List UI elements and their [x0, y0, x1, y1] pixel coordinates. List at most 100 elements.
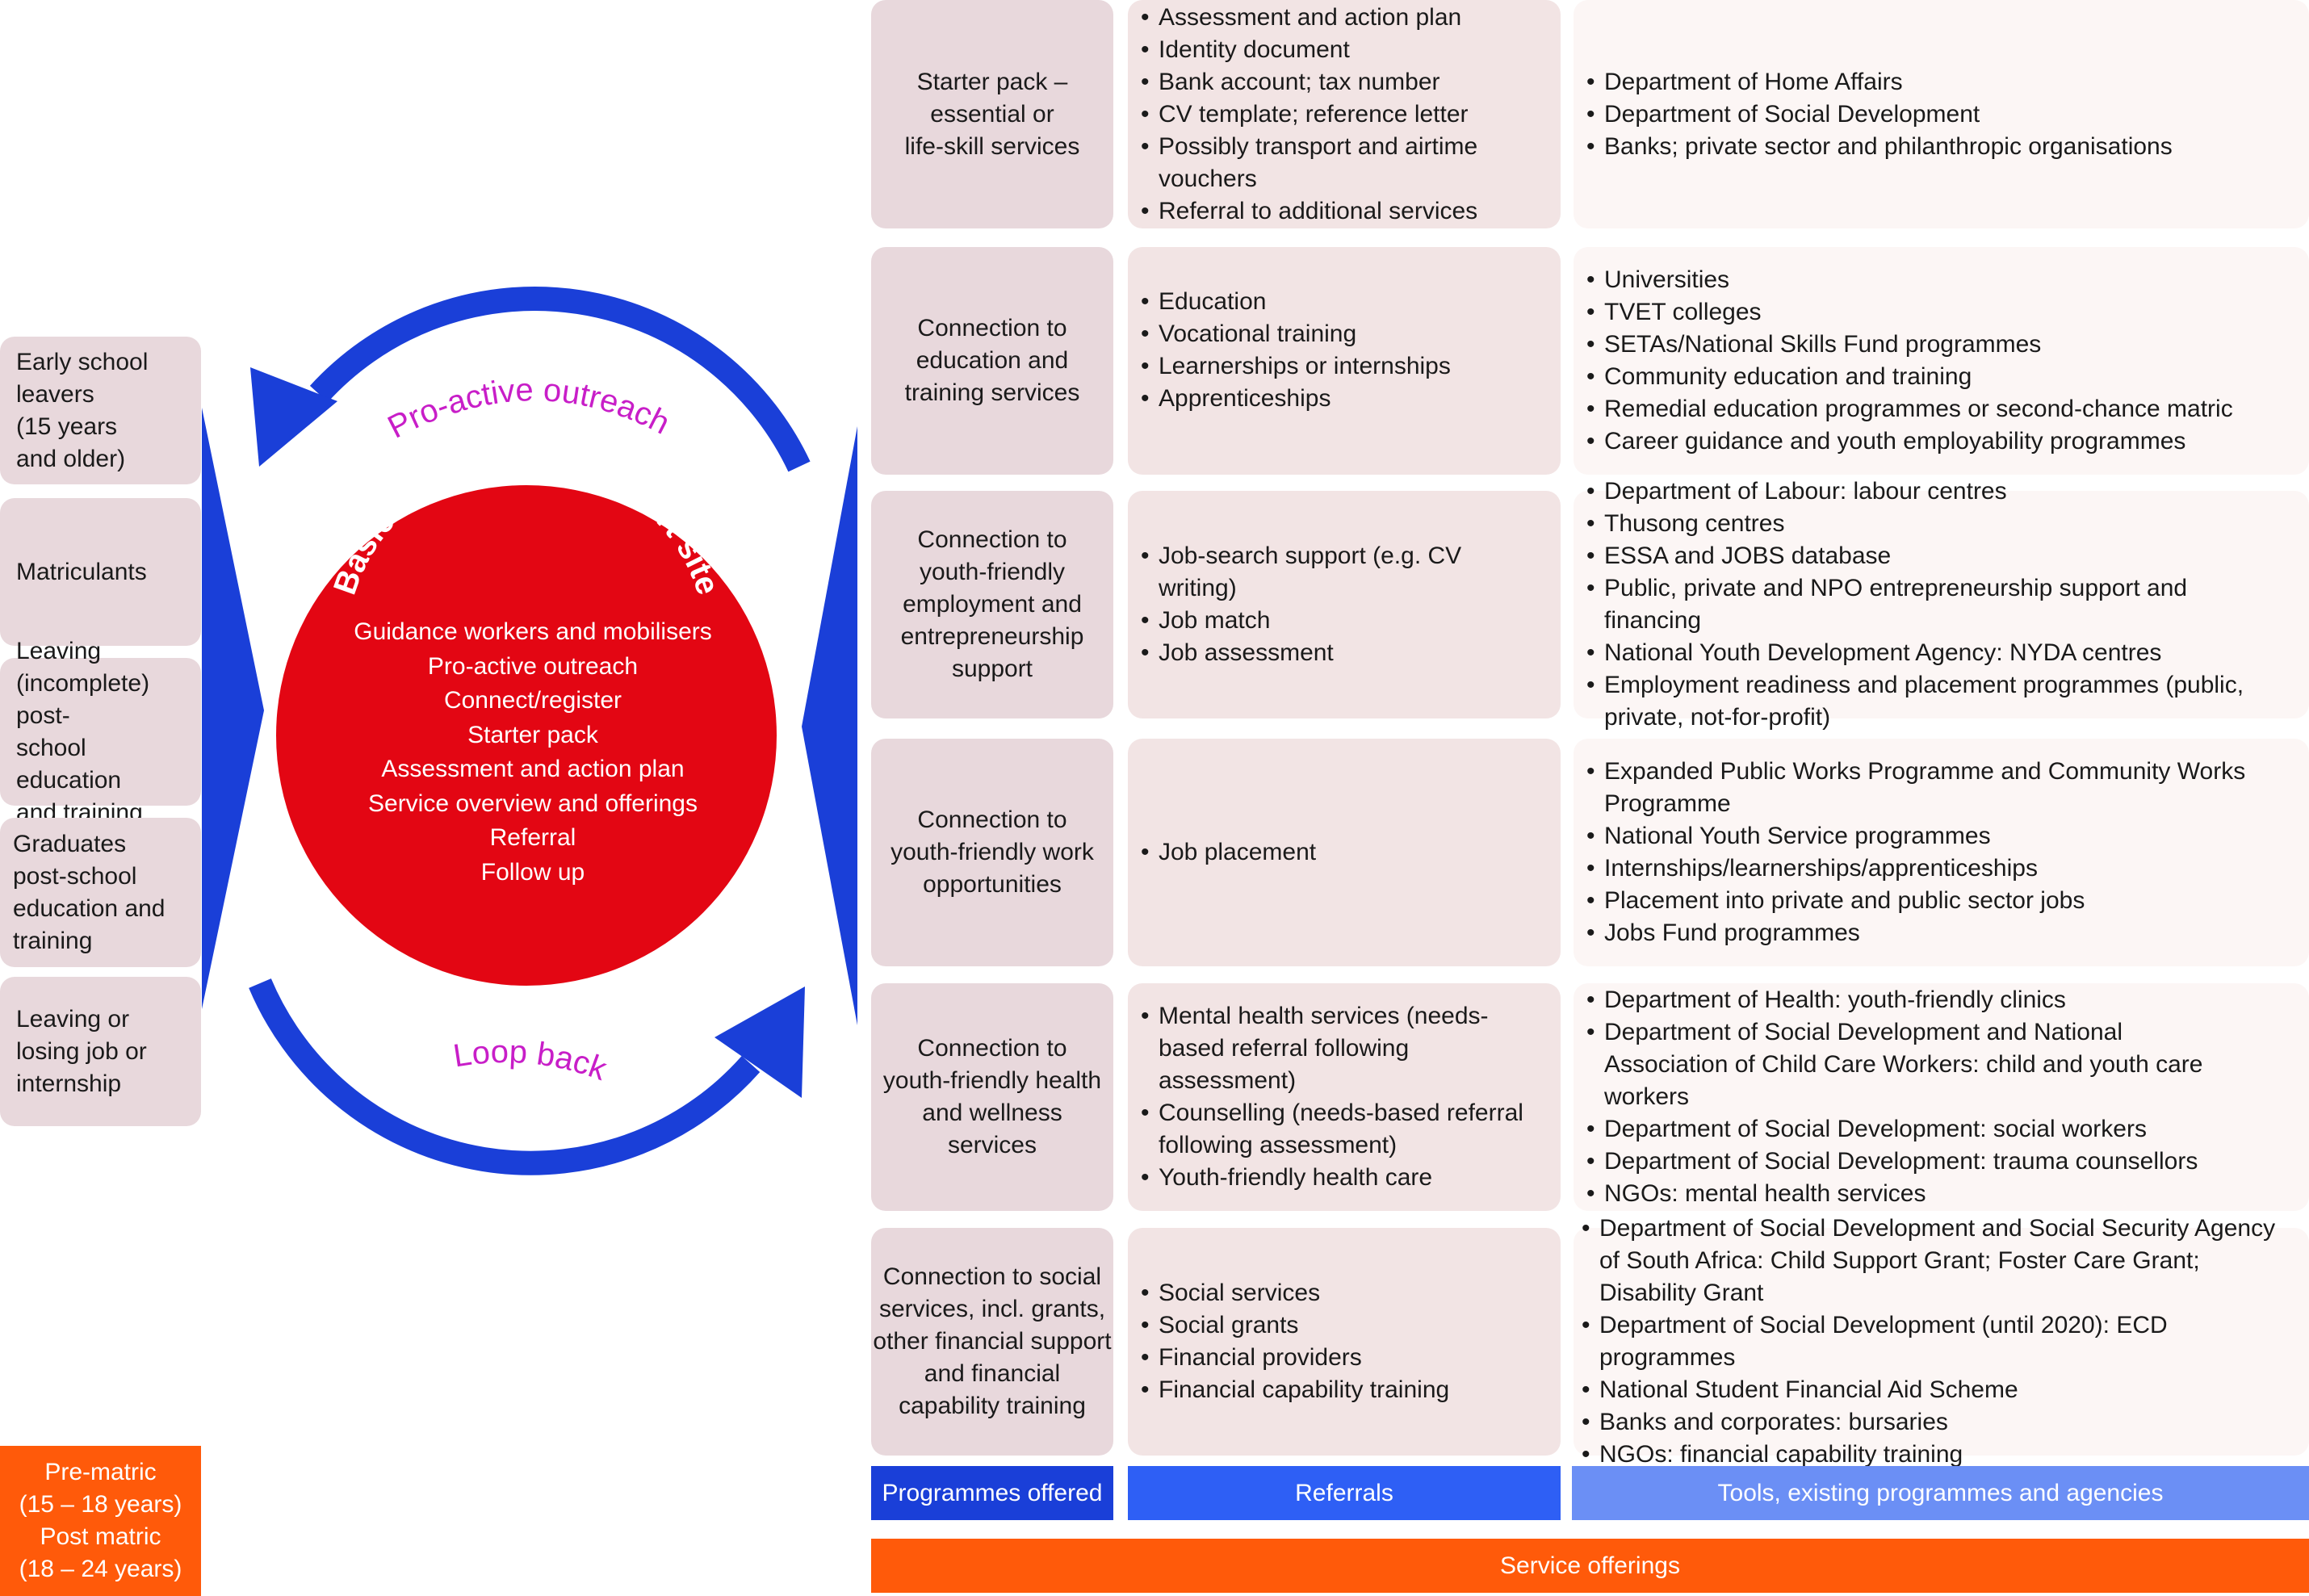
circle-item: Service overview and offerings [368, 790, 698, 817]
list-item: Department of Social Development: social… [1586, 1113, 2212, 1146]
list-item: NGOs: mental health services [1586, 1178, 2212, 1210]
programme-starter-pack: Starter pack – essential or life-skill s… [871, 0, 1113, 228]
programme-education: Connection to education and training ser… [871, 247, 1113, 475]
referrals-employment: Job-search support (e.g. CV writing) Job… [1128, 491, 1561, 718]
outreach-label: Pro-active outreach [382, 372, 675, 446]
list-item: Mental health services (needs-based refe… [1141, 1000, 1541, 1097]
group-leaving-post-school: Leaving (incomplete) post- school educat… [0, 638, 201, 826]
programme-health-wellness: Connection to youth-friendly health and … [871, 983, 1113, 1211]
list-item: Remedial education programmes or second-… [1586, 393, 2233, 425]
age-label: Post matric [40, 1523, 161, 1550]
referrals-starter-pack: Assessment and action plan Identity docu… [1128, 0, 1561, 228]
group-matriculants: Matriculants [0, 498, 201, 646]
list-item: Department of Social Development and Nat… [1586, 1016, 2212, 1113]
tools-work-opportunities: Expanded Public Works Programme and Comm… [1574, 739, 2309, 966]
list-item: Identity document [1141, 34, 1548, 66]
list-item: Assessment and action plan [1141, 2, 1548, 34]
left-wedge-arrow [202, 408, 264, 1009]
age-label: (18 – 24 years) [19, 1556, 182, 1582]
list-item: Department of Health: youth-friendly cli… [1586, 984, 2212, 1016]
referrals-list: Education Vocational training Learnershi… [1128, 286, 1464, 415]
outreach-arrow-arc [309, 287, 811, 472]
referrals-list: Assessment and action plan Identity docu… [1128, 2, 1561, 228]
tools-social-services: Department of Social Development and Soc… [1574, 1213, 2309, 1471]
list-item: Department of Social Development: trauma… [1586, 1146, 2212, 1178]
list-item: Possibly transport and airtime vouchers [1141, 131, 1548, 195]
tools-list: Universities TVET colleges SETAs/Nationa… [1574, 264, 2246, 458]
referrals-health-wellness: Mental health services (needs-based refe… [1128, 983, 1561, 1211]
circle-item: Connect/register [443, 687, 622, 714]
list-item: Employment readiness and placement progr… [1586, 669, 2261, 734]
list-item: Internships/learnerships/apprenticeships [1586, 852, 2252, 885]
list-item: Youth-friendly health care [1141, 1162, 1541, 1194]
tools-list: Department of Labour: labour centres Thu… [1574, 475, 2309, 734]
referrals-list: Mental health services (needs-based refe… [1128, 1000, 1561, 1194]
circle-item: Follow up [480, 858, 585, 886]
tools-list: Department of Home Affairs Department of… [1574, 66, 2185, 163]
list-item: Department of Social Development and Soc… [1582, 1213, 2301, 1309]
list-item: Referral to additional services [1141, 195, 1548, 228]
legend-programmes-offered: Programmes offered [871, 1466, 1113, 1520]
list-item: Community education and training [1586, 361, 2233, 393]
list-item: Financial capability training [1141, 1374, 1449, 1406]
outreach-arrowhead [250, 367, 337, 467]
age-label: Pre-matric [44, 1459, 157, 1485]
referrals-work-opportunities: Job placement [1128, 739, 1561, 966]
list-item: Expanded Public Works Programme and Comm… [1586, 756, 2252, 820]
circle-item: Pro-active outreach [427, 652, 639, 680]
age-range-box: Pre-matric (15 – 18 years) Post matric (… [0, 1446, 201, 1596]
list-item: National Student Financial Aid Scheme [1582, 1374, 2301, 1406]
legend-tools: Tools, existing programmes and agencies [1572, 1466, 2309, 1520]
tools-education: Universities TVET colleges SETAs/Nationa… [1574, 247, 2309, 475]
age-label: (15 – 18 years) [19, 1491, 182, 1518]
list-item: National Youth Development Agency: NYDA … [1586, 637, 2261, 669]
list-item: Banks; private sector and philanthropic … [1586, 131, 2173, 163]
programme-employment: Connection to youth-friendly employment … [871, 491, 1113, 718]
list-item: Jobs Fund programmes [1586, 917, 2252, 949]
circle-items-list: Guidance workers and mobilisers Pro-acti… [339, 615, 727, 890]
list-item: Vocational training [1141, 318, 1451, 350]
tools-list: Department of Health: youth-friendly cli… [1574, 984, 2309, 1210]
list-item: Department of Home Affairs [1586, 66, 2173, 98]
referrals-education: Education Vocational training Learnershi… [1128, 247, 1561, 475]
tools-starter-pack: Department of Home Affairs Department of… [1574, 0, 2309, 228]
referrals-list: Job placement [1128, 836, 1329, 869]
list-item: Social grants [1141, 1309, 1449, 1342]
referrals-list: Social services Social grants Financial … [1128, 1277, 1462, 1406]
programme-work-opportunities: Connection to youth-friendly work opport… [871, 739, 1113, 966]
legend-service-offerings: Service offerings [871, 1539, 2309, 1593]
list-item: Department of Labour: labour centres [1586, 475, 2261, 508]
list-item: ESSA and JOBS database [1586, 540, 2261, 572]
list-item: Counselling (needs-based referral follow… [1141, 1097, 1541, 1162]
right-wedge-arrow [802, 426, 857, 1025]
circle-item: Assessment and action plan [381, 756, 685, 782]
tools-employment: Department of Labour: labour centres Thu… [1574, 475, 2309, 731]
referrals-social-services: Social services Social grants Financial … [1128, 1228, 1561, 1456]
list-item: Job placement [1141, 836, 1316, 869]
list-item: Apprenticeships [1141, 383, 1451, 415]
list-item: TVET colleges [1586, 296, 2233, 329]
list-item: Job assessment [1141, 637, 1528, 669]
referrals-list: Job-search support (e.g. CV writing) Job… [1128, 540, 1561, 669]
list-item: SETAs/National Skills Fund programmes [1586, 329, 2233, 361]
circle-item: Referral [489, 824, 576, 851]
tools-health-wellness: Department of Health: youth-friendly cli… [1574, 983, 2309, 1211]
list-item: Department of Social Development (until … [1582, 1309, 2301, 1374]
tools-list: Expanded Public Works Programme and Comm… [1574, 756, 2309, 949]
list-item: Thusong centres [1586, 508, 2261, 540]
list-item: Education [1141, 286, 1451, 318]
list-item: Learnerships or internships [1141, 350, 1451, 383]
loop-back-arrow-arc [249, 978, 761, 1175]
list-item: Banks and corporates: bursaries [1582, 1406, 2301, 1439]
list-item: Social services [1141, 1277, 1449, 1309]
list-item: Public, private and NPO entrepreneurship… [1586, 572, 2261, 637]
programme-social-services: Connection to social services, incl. gra… [871, 1228, 1113, 1456]
list-item: NGOs: financial capability training [1582, 1439, 2301, 1471]
circle-item: Starter pack [467, 721, 598, 748]
list-item: Bank account; tax number [1141, 66, 1548, 98]
legend-referrals: Referrals [1128, 1466, 1561, 1520]
list-item: Job match [1141, 605, 1528, 637]
group-early-school-leavers: Early school leavers (15 years and older… [0, 337, 201, 484]
loop-back-arrowhead [714, 987, 805, 1098]
